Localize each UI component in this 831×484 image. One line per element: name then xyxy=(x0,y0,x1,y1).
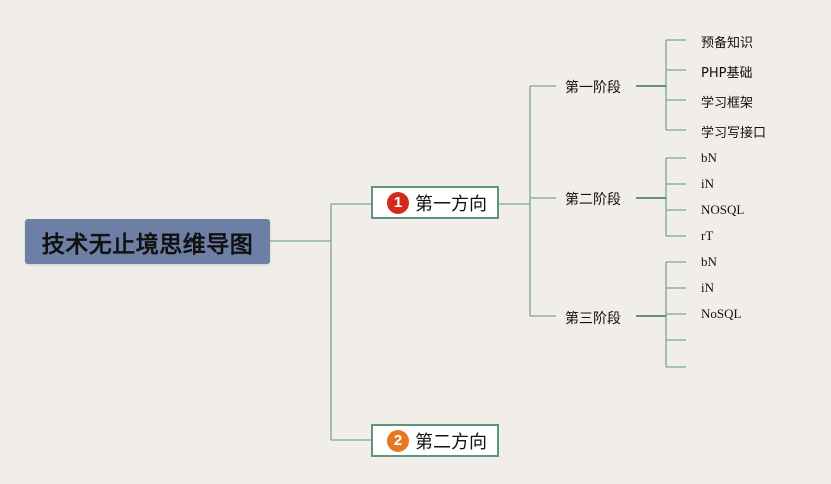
root-node[interactable]: 技术无止境思维导图 xyxy=(25,219,270,264)
branch-node-1[interactable]: 1 第一方向 xyxy=(371,186,499,219)
stage-node-3[interactable]: 第三阶段 xyxy=(565,310,621,326)
branch-label: 第二方向 xyxy=(415,431,487,453)
leaf-node[interactable]: 预备知识 xyxy=(701,36,754,51)
priority-1-icon: 1 xyxy=(387,191,409,214)
leaf-node[interactable]: bN xyxy=(701,254,717,269)
branch-node-2[interactable]: 2 第二方向 xyxy=(371,424,499,457)
leaf-node[interactable]: 学习框架 xyxy=(701,96,754,111)
leaf-node[interactable]: NOSQL xyxy=(701,202,745,217)
leaf-node[interactable]: NoSQL xyxy=(701,306,742,321)
priority-2-icon: 2 xyxy=(387,429,409,452)
stage-node-1[interactable]: 第一阶段 xyxy=(565,79,621,95)
leaf-node[interactable]: iN xyxy=(701,176,714,191)
branch-label: 第一方向 xyxy=(415,193,487,215)
leaf-node[interactable]: rT xyxy=(701,228,714,243)
stage-node-2[interactable]: 第二阶段 xyxy=(565,191,621,207)
root-title: 技术无止境思维导图 xyxy=(41,231,254,258)
leaf-node[interactable]: iN xyxy=(701,280,714,295)
leaf-node[interactable]: PHP基础 xyxy=(701,66,753,81)
leaf-node[interactable]: bN xyxy=(701,150,717,165)
leaf-node[interactable]: 学习写接口 xyxy=(701,126,767,141)
